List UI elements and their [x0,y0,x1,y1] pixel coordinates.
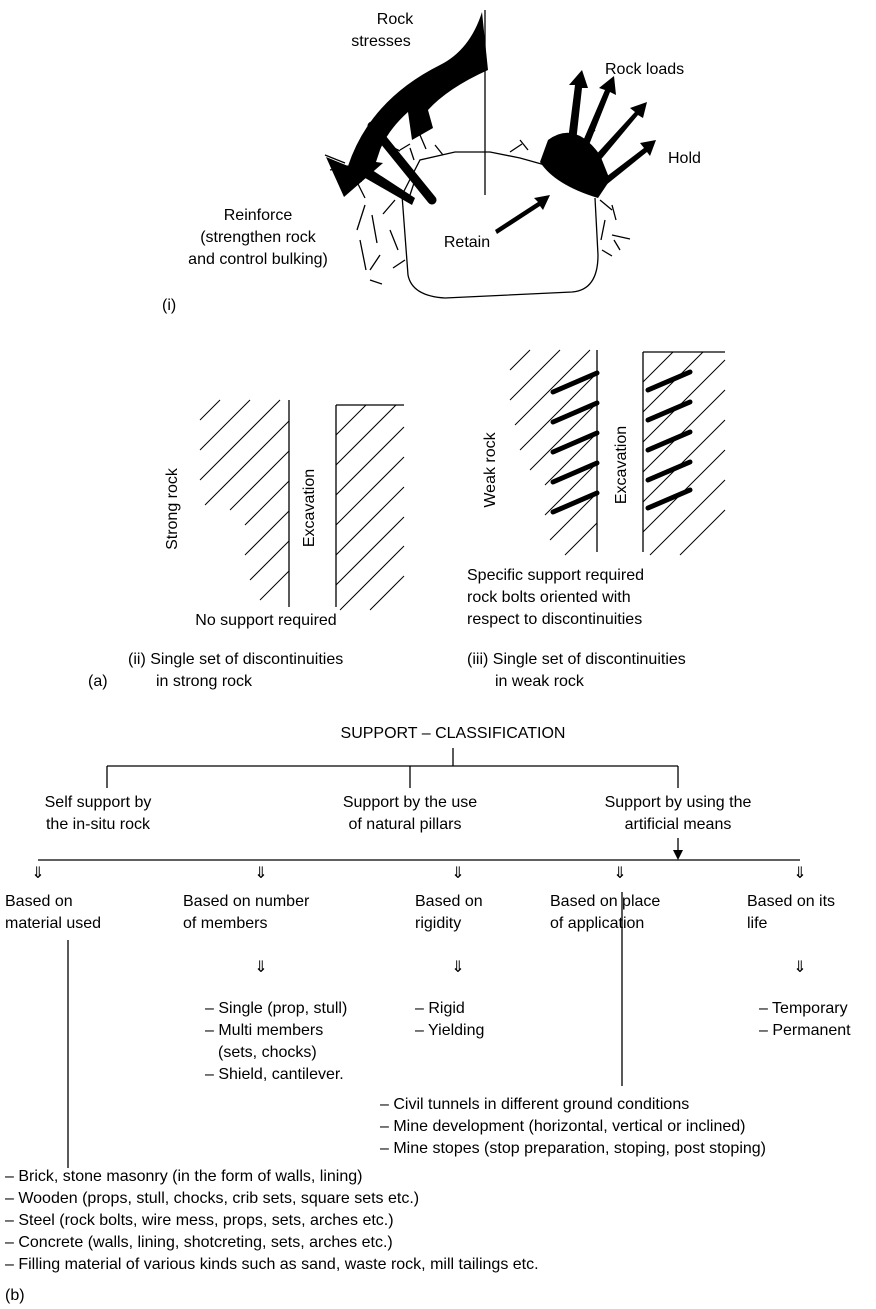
panel-ii-diagram [199,399,405,611]
label-excavation-iii: Excavation [613,426,630,504]
life-item-temporary: – Temporary [759,1000,848,1017]
level1-natural-pillars-line1: Support by the use [343,794,477,811]
rock-loads-arrow-1 [568,70,588,142]
level2-members-line2: of members [183,915,267,932]
application-item-civil: – Civil tunnels in different ground cond… [380,1096,689,1113]
rigidity-arrow: ⇓ [451,959,464,976]
classification-title: SUPPORT – CLASSIFICATION [341,725,566,742]
level2-rigidity-line2: rigidity [415,915,461,932]
label-part-a: (a) [88,673,108,690]
material-item-steel: – Steel (rock bolts, wire mess, props, s… [5,1212,394,1229]
caption-iii-line1: (iii) Single set of discontinuities [467,651,686,668]
label-specific-support-line2: rock bolts oriented with [467,589,631,606]
excavation-iii-hatching [642,351,726,556]
label-retain: Retain [444,234,490,251]
caption-ii-line2: in strong rock [156,673,253,690]
rigidity-item-yielding: – Yielding [415,1022,484,1039]
level2-application-line1: Based on place [550,893,660,910]
rigidity-item-rigid: – Rigid [415,1000,465,1017]
level2-application-line2: of application [550,915,644,932]
tree-connectors-level1 [106,748,679,788]
material-item-wooden: – Wooden (props, stull, chocks, crib set… [5,1190,419,1207]
life-arrow: ⇓ [793,959,806,976]
label-part-b: (b) [5,1287,25,1304]
level2-arrow-members: ⇓ [254,865,267,882]
hold-arrow [602,140,656,185]
rock-load-block [540,132,610,198]
level2-arrow-rigidity: ⇓ [451,865,464,882]
label-hold: Hold [668,150,701,167]
level2-material-line1: Based on [5,893,73,910]
strong-rock-hatching [199,399,290,601]
label-excavation-ii: Excavation [301,469,318,547]
reinforce-bolt-lower-arrow [340,158,415,205]
weak-rock-hatching [509,349,598,556]
members-item-shield: – Shield, cantilever. [205,1066,344,1083]
label-reinforce-line2: (strengthen rock [200,229,317,246]
label-reinforce-line1: Reinforce [224,207,293,224]
material-item-brick: – Brick, stone masonry (in the form of w… [5,1168,362,1185]
members-item-multi: – Multi members [205,1022,323,1039]
fracture-marks-left [324,134,444,285]
rock-loads-arrow-2 [580,76,616,150]
panel-i-diagram [324,10,656,299]
excavation-right-hatching [335,404,405,611]
label-rock-loads: Rock loads [605,61,684,78]
label-strong-rock: Strong rock [164,467,181,550]
rock-bolts-left [550,370,600,515]
label-rock-stresses-line1: Rock [377,11,414,28]
level2-arrow-application: ⇓ [613,865,626,882]
level2-members-line1: Based on number [183,893,310,910]
application-item-stopes: – Mine stopes (stop preparation, stoping… [380,1140,766,1157]
level2-arrow-material: ⇓ [31,865,44,882]
tree-connectors-level2 [38,838,800,861]
life-item-permanent: – Permanent [759,1022,851,1039]
label-specific-support-line3: respect to discontinuities [467,611,642,628]
level2-life-line1: Based on its [747,893,835,910]
label-weak-rock: Weak rock [482,431,499,507]
tunnel-outline [401,151,599,299]
level1-natural-pillars-line2: of natural pillars [349,816,462,833]
members-item-single: – Single (prop, stull) [205,1000,347,1017]
label-no-support: No support required [195,612,336,629]
level2-arrow-life: ⇓ [793,865,806,882]
level1-self-support-line1: Self support by [45,794,152,811]
members-arrow: ⇓ [254,959,267,976]
material-item-concrete: – Concrete (walls, lining, shotcreting, … [5,1234,393,1251]
members-item-multi-detail: (sets, chocks) [218,1044,317,1061]
level2-life-line2: life [747,915,768,932]
label-specific-support-line1: Specific support required [467,567,644,584]
rock-stresses-arrow [326,12,488,197]
rock-bolts-right [645,369,693,511]
level1-artificial-means-line1: Support by using the [605,794,752,811]
label-panel-i: (i) [162,297,176,314]
application-item-development: – Mine development (horizontal, vertical… [380,1118,746,1135]
label-rock-stresses-line2: stresses [351,33,411,50]
retain-arrow [495,195,550,234]
level2-rigidity-line1: Based on [415,893,483,910]
caption-ii-line1: (ii) Single set of discontinuities [128,651,343,668]
label-reinforce-line3: and control bulking) [188,251,328,268]
level1-self-support-line2: the in-situ rock [46,816,151,833]
material-item-filling: – Filling material of various kinds such… [5,1256,539,1273]
panel-iii-diagram [509,349,726,556]
reinforce-bolt-upper [367,121,437,205]
caption-iii-line2: in weak rock [495,673,585,690]
level1-artificial-means-line2: artificial means [625,816,732,833]
rock-loads-arrow-3 [593,102,647,163]
level2-material-line2: material used [5,915,101,932]
